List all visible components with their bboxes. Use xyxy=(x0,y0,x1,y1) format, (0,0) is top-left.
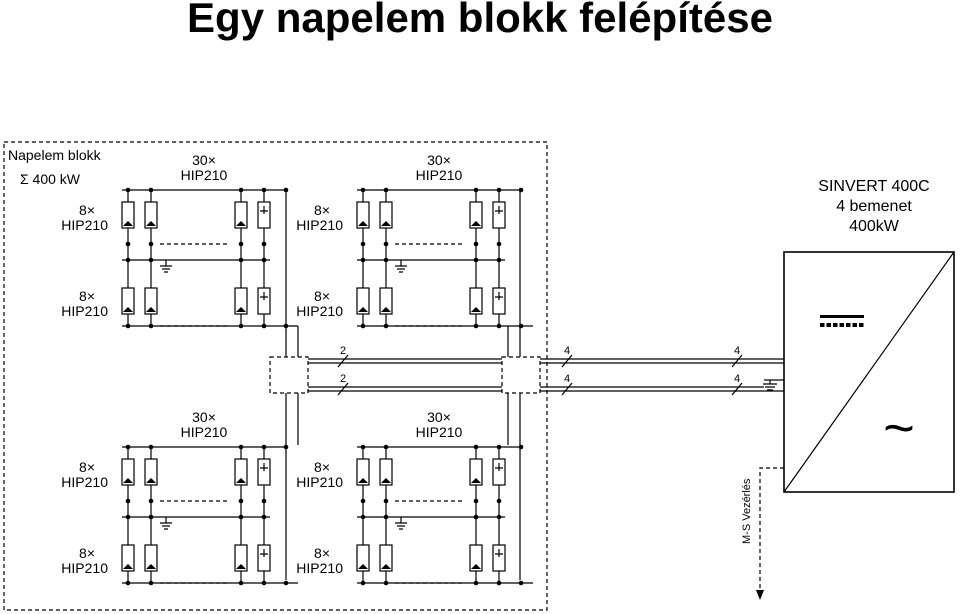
inverter-box xyxy=(783,251,955,493)
bus-count-right-top: 4 xyxy=(734,345,740,357)
pv-module-icon xyxy=(379,287,393,315)
group-model: HIP210 xyxy=(181,424,228,440)
pv-module-icon xyxy=(121,544,135,572)
pv-module-icon xyxy=(257,201,271,229)
pv-module-icon xyxy=(234,287,248,315)
pv-module-icon xyxy=(469,458,483,486)
pv-module-icon xyxy=(234,544,248,572)
string-count: 8× xyxy=(314,202,330,218)
bus-count-left-top: 2 xyxy=(340,345,346,357)
group-count: 30× xyxy=(192,409,216,425)
page-title: Egy napelem blokk felépítése xyxy=(187,0,773,41)
pv-module-icon xyxy=(144,544,158,572)
string-count: 8× xyxy=(79,545,95,561)
control-label: M-S Vezérlés xyxy=(741,478,753,544)
inverter-diagonal xyxy=(783,251,955,493)
ground-symbol xyxy=(395,260,407,273)
ac-symbol-icon: ~ xyxy=(883,398,915,458)
ground-symbol xyxy=(160,260,172,273)
group-count: 30× xyxy=(427,409,451,425)
string-count: 8× xyxy=(314,288,330,304)
bus-count-mid-top: 4 xyxy=(564,345,570,357)
group-count: 30× xyxy=(427,152,451,168)
string-model: HIP210 xyxy=(296,560,343,576)
feeder-bottom-right xyxy=(507,393,521,580)
pv-module-icon xyxy=(356,287,370,315)
ground-symbol xyxy=(160,517,172,530)
inverter-power: 400kW xyxy=(849,218,900,235)
string-count: 8× xyxy=(314,459,330,475)
string-model: HIP210 xyxy=(61,560,108,576)
string-count: 8× xyxy=(79,459,95,475)
bus-count-mid-bottom: 4 xyxy=(564,373,570,385)
pv-module-icon xyxy=(121,458,135,486)
string-model: HIP210 xyxy=(296,474,343,490)
group-model: HIP210 xyxy=(181,167,228,183)
pv-module-icon xyxy=(469,287,483,315)
ground-symbol xyxy=(395,517,407,530)
pv-module-icon xyxy=(234,201,248,229)
pv-module-icon xyxy=(379,544,393,572)
pv-module-icon xyxy=(379,458,393,486)
string-model: HIP210 xyxy=(61,474,108,490)
feeder-top-left xyxy=(285,188,299,357)
pv-module-icon xyxy=(492,458,506,486)
junction-box-left xyxy=(269,356,309,394)
group-model: HIP210 xyxy=(416,424,463,440)
string-count: 8× xyxy=(79,288,95,304)
bus-count-right-bottom: 4 xyxy=(734,373,740,385)
dc-bus-upper xyxy=(308,358,784,364)
string-model: HIP210 xyxy=(296,217,343,233)
pv-module-icon xyxy=(144,201,158,229)
pv-module-icon xyxy=(356,544,370,572)
pv-module-icon xyxy=(144,458,158,486)
pv-module-icon xyxy=(121,287,135,315)
pv-module-icon xyxy=(492,544,506,572)
inverter-name: SINVERT 400C xyxy=(818,178,929,195)
dc-symbol-icon xyxy=(820,315,864,327)
pv-module-icon xyxy=(356,458,370,486)
feeder-bottom-left xyxy=(285,393,299,580)
group-count: 30× xyxy=(192,152,216,168)
bus-ticks xyxy=(337,354,743,396)
pv-module-icon xyxy=(492,287,506,315)
inverter-inputs: 4 bemenet xyxy=(836,198,912,215)
block-label: Napelem blokk xyxy=(8,147,102,163)
pv-module-icon xyxy=(492,201,506,229)
pv-module-icon xyxy=(356,201,370,229)
pv-module-icon xyxy=(144,287,158,315)
string-model: HIP210 xyxy=(61,303,108,319)
block-outline xyxy=(3,141,548,611)
pv-module-icon xyxy=(257,458,271,486)
string-count: 8× xyxy=(314,545,330,561)
string-model: HIP210 xyxy=(296,303,343,319)
control-arrow-icon xyxy=(756,590,764,600)
pv-module-icon xyxy=(379,201,393,229)
string-count: 8× xyxy=(79,202,95,218)
pv-module-icon xyxy=(257,544,271,572)
group-model: HIP210 xyxy=(416,167,463,183)
bus-count-left-bottom: 2 xyxy=(340,373,346,385)
control-line xyxy=(759,467,784,592)
pv-module-icon xyxy=(469,544,483,572)
feeder-top-right xyxy=(507,188,521,357)
junction-box-right xyxy=(501,356,541,394)
pv-module-icon xyxy=(469,201,483,229)
ground-symbol-inverter xyxy=(763,379,784,391)
block-power: Σ 400 kW xyxy=(20,171,81,187)
pv-module-icon xyxy=(234,458,248,486)
pv-module-icon xyxy=(257,287,271,315)
string-model: HIP210 xyxy=(61,217,108,233)
pv-module-icon xyxy=(121,201,135,229)
dc-bus-lower xyxy=(308,386,784,392)
